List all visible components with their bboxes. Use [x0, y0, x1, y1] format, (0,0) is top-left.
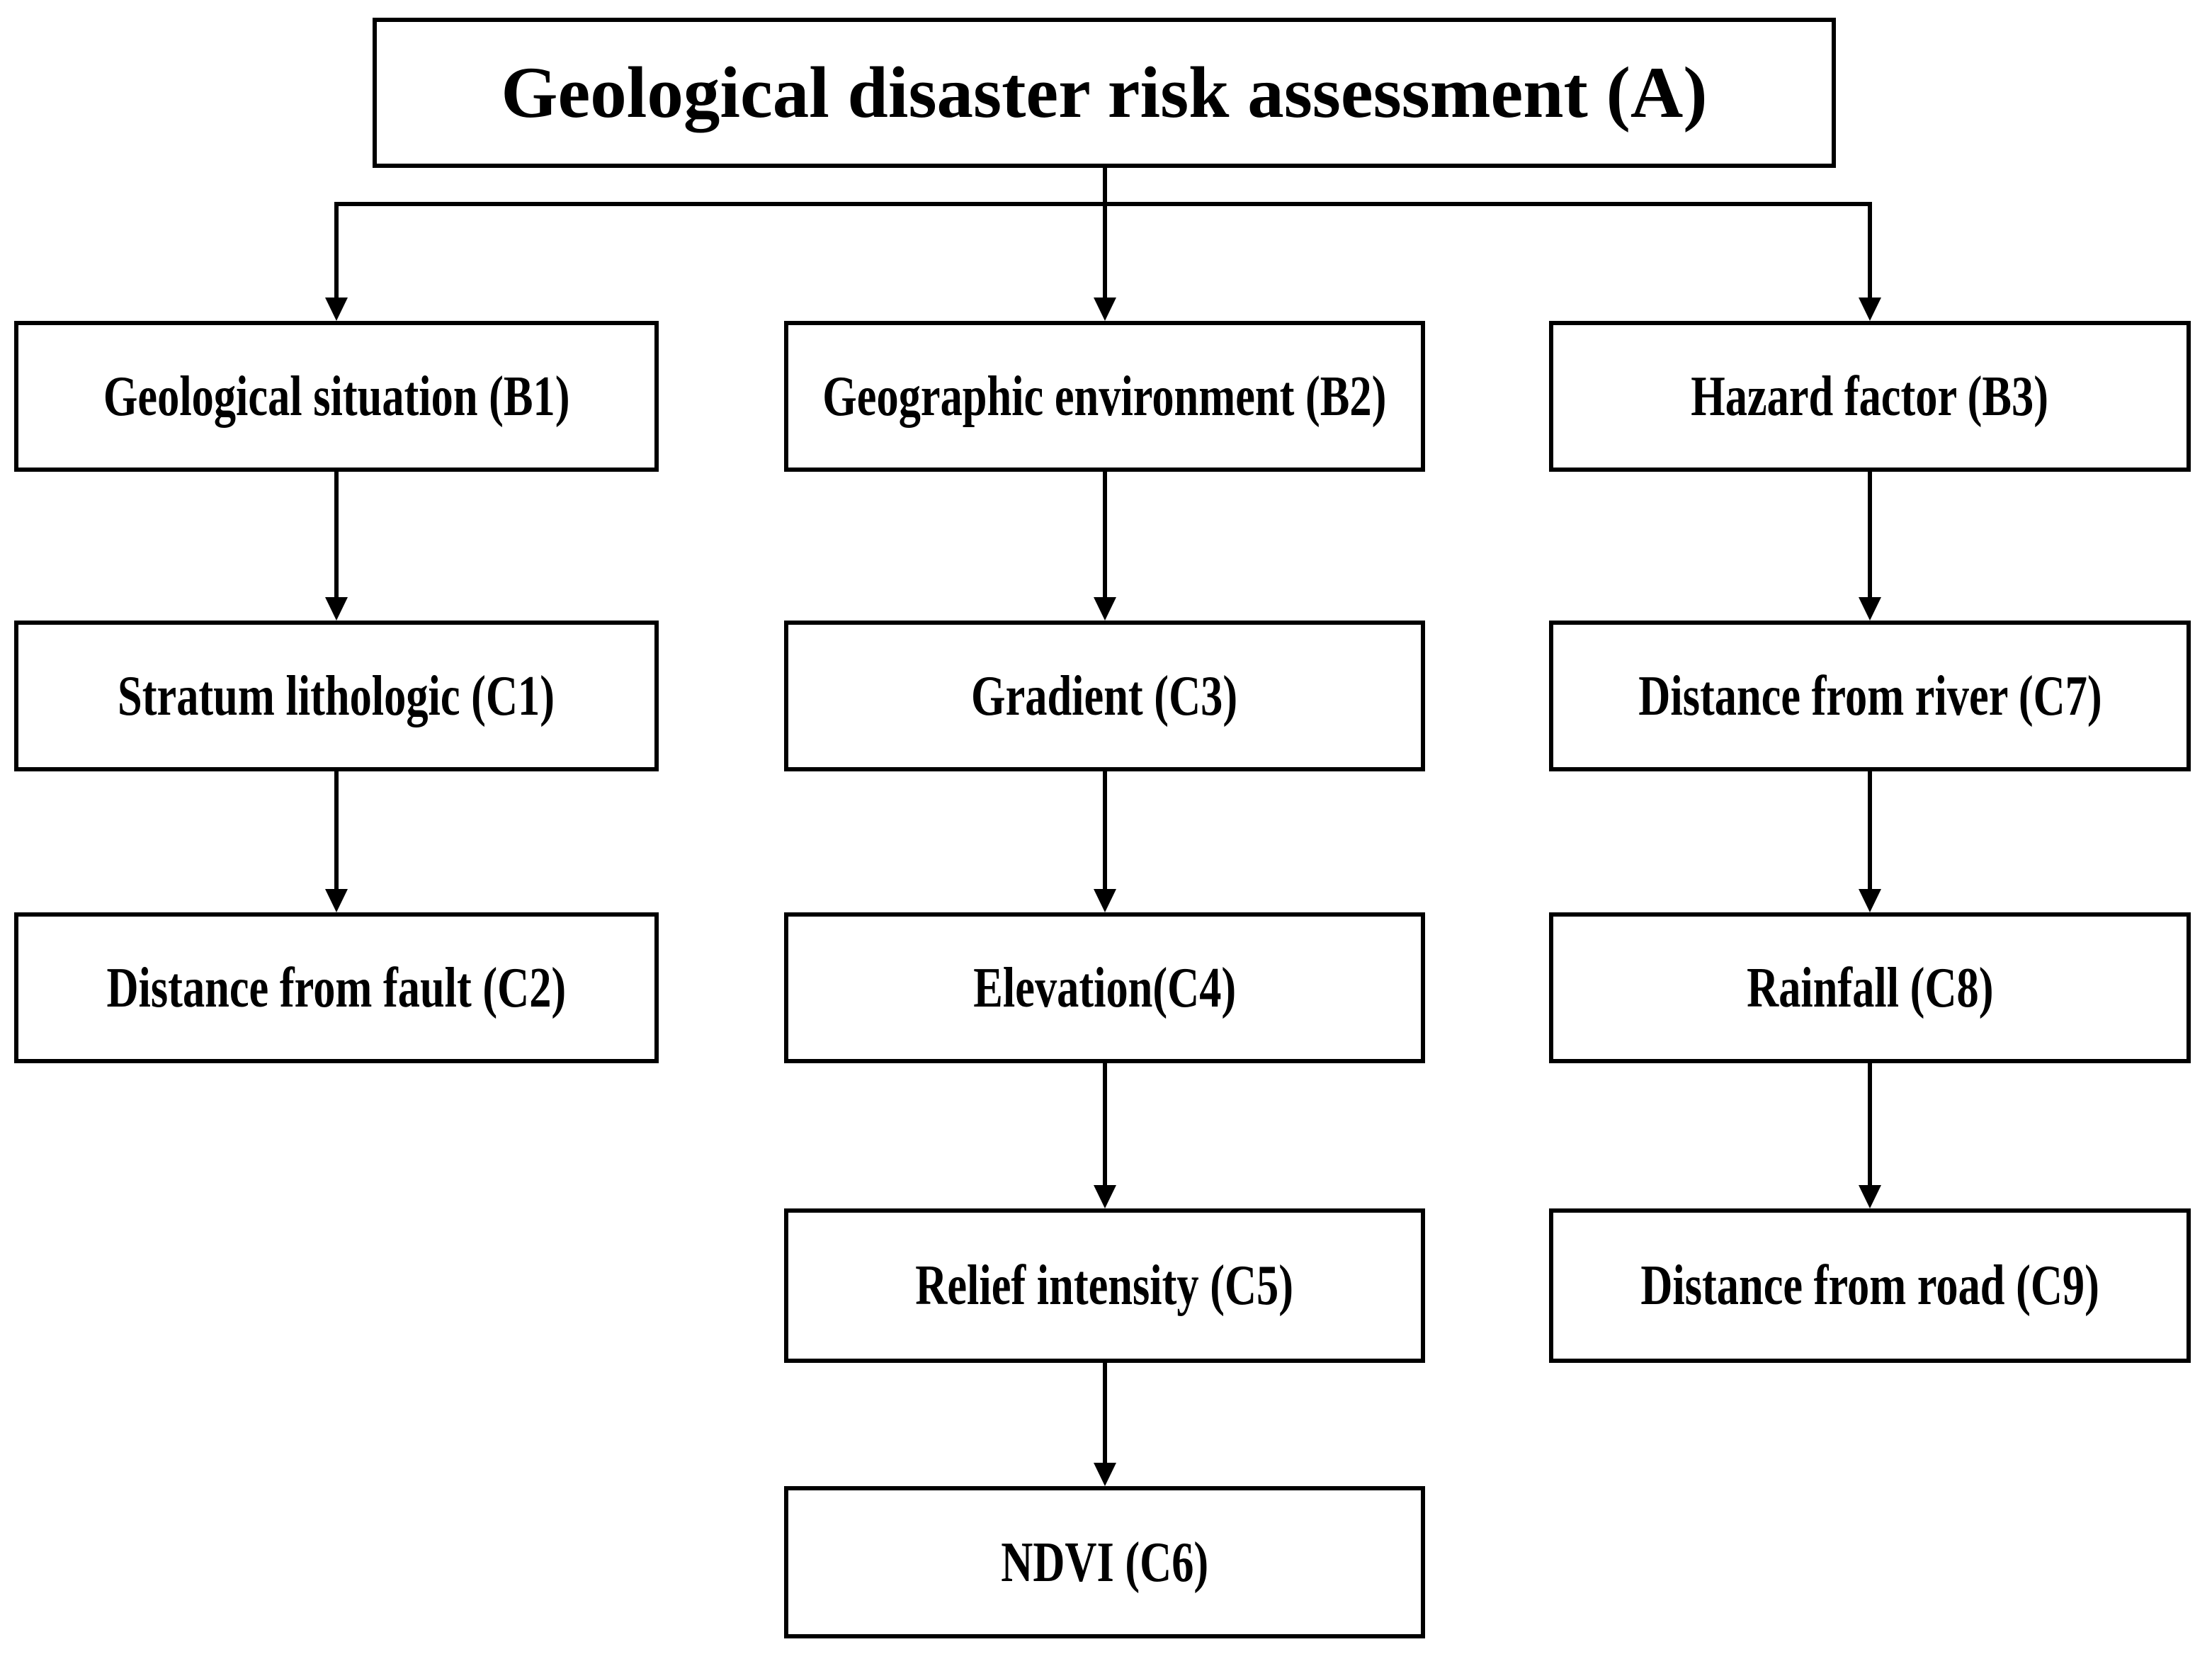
node-indicator-c7: Distance from river (C7)	[1549, 621, 2191, 771]
node-indicator-c9-label: Distance from road (C9)	[1640, 1254, 2099, 1317]
edge-c3-to-c4	[1094, 771, 1116, 912]
edge-a-to-b3	[1859, 202, 1881, 321]
node-indicator-c7-label: Distance from river (C7)	[1638, 664, 2102, 727]
edge-b1-to-c1	[325, 472, 348, 621]
node-indicator-c4: Elevation(C4)	[784, 912, 1425, 1063]
node-indicator-c8: Rainfall (C8)	[1549, 912, 2191, 1063]
node-criterion-b1: Geological situation (B1)	[14, 321, 659, 472]
node-goal-a-label: Geological disaster risk assessment (A)	[501, 52, 1708, 133]
node-indicator-c9: Distance from road (C9)	[1549, 1208, 2191, 1363]
edge-a-to-b1	[325, 202, 348, 321]
node-criterion-b2-label: Geographic environment (B2)	[822, 365, 1387, 428]
edge-b2-to-c3	[1094, 472, 1116, 621]
edge-c1-to-c2	[325, 771, 348, 912]
node-indicator-c6: NDVI (C6)	[784, 1486, 1425, 1638]
edge-c7-to-c8	[1859, 771, 1881, 912]
edge-c8-to-c9	[1859, 1063, 1881, 1208]
edge-a-to-b2	[1094, 204, 1116, 321]
node-indicator-c6-label: NDVI (C6)	[1001, 1531, 1208, 1594]
node-indicator-c2-label: Distance from fault (C2)	[106, 956, 567, 1019]
node-indicator-c2: Distance from fault (C2)	[14, 912, 659, 1063]
edge-c4-to-c5	[1094, 1063, 1116, 1208]
node-indicator-c3: Gradient (C3)	[784, 621, 1425, 771]
node-criterion-b2: Geographic environment (B2)	[784, 321, 1425, 472]
edge-b3-to-c7	[1859, 472, 1881, 621]
node-indicator-c8-label: Rainfall (C8)	[1746, 956, 1994, 1019]
node-indicator-c5-label: Relief intensity (C5)	[915, 1254, 1294, 1317]
node-indicator-c1-label: Stratum lithologic (C1)	[118, 664, 555, 727]
node-criterion-b3-label: Hazard factor (B3)	[1691, 365, 2049, 428]
node-criterion-b3: Hazard factor (B3)	[1549, 321, 2191, 472]
edge-c5-to-c6	[1094, 1363, 1116, 1486]
node-goal-a: Geological disaster risk assessment (A)	[373, 18, 1836, 168]
node-indicator-c4-label: Elevation(C4)	[973, 956, 1236, 1019]
node-indicator-c1: Stratum lithologic (C1)	[14, 621, 659, 771]
node-indicator-c3-label: Gradient (C3)	[971, 664, 1238, 727]
edge-a-to-branch-bar	[334, 168, 1872, 206]
node-indicator-c5: Relief intensity (C5)	[784, 1208, 1425, 1363]
node-criterion-b1-label: Geological situation (B1)	[103, 365, 570, 428]
